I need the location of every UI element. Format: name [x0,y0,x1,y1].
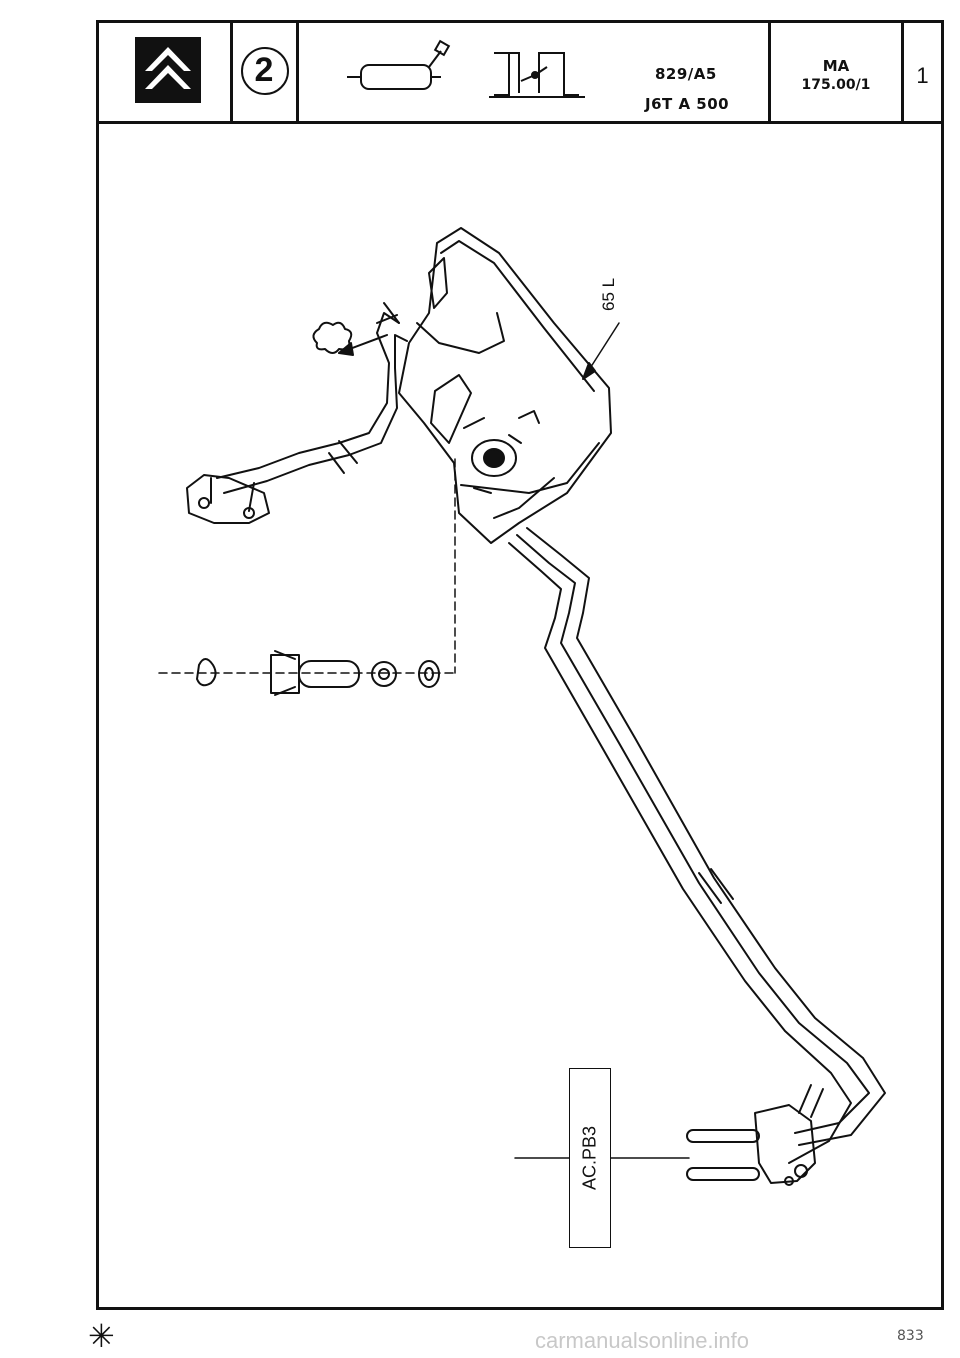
part-label-box: AC.PB3 [569,1068,611,1248]
watermark-text: carmanualsonline.info [535,1328,750,1353]
gauge-icon [489,52,585,98]
header-pictograms [347,39,585,98]
reference-title: MA [822,57,850,75]
capacity-leader-line [586,322,620,374]
page-number: 1 [916,63,929,88]
model-code: 829/A5 [655,65,717,83]
page-number-cell: 1 [904,23,941,121]
fuel-tank-illustration [398,227,612,544]
header-middle-cell: 829/A5 J6T A 500 [299,23,771,121]
citroen-logo-icon [135,37,201,103]
header-bar: 2 829/A5 [99,23,941,124]
filler-neck-illustration [186,302,408,524]
reference-cell: MA 175.00/1 [771,23,904,121]
capacity-label: 65 L [599,277,618,311]
part-label: AC.PB3 [579,1125,600,1191]
page-frame: 2 829/A5 [96,20,944,1310]
vapour-vent-icon [312,321,388,356]
fuel-system-diagram [158,227,886,1186]
logo-cell [99,23,233,121]
badge-number: 2 [254,50,274,89]
reference-number: 175.00/1 [801,77,871,93]
badge-circle-icon [241,47,289,95]
fuel-lines-illustration [508,527,886,1164]
footer-page-code: 833 [897,1328,924,1344]
fuel-filter-illustration [686,1104,816,1186]
pump-axis-line [158,458,456,674]
badge-cell: 2 [233,23,299,121]
fuel-pump-parts [196,650,440,696]
capacity-arrow-icon [582,362,596,380]
footer-symbol: ✳ [88,1317,115,1355]
fuel-tank-icon [347,39,451,90]
engine-code: J6T A 500 [645,95,730,113]
